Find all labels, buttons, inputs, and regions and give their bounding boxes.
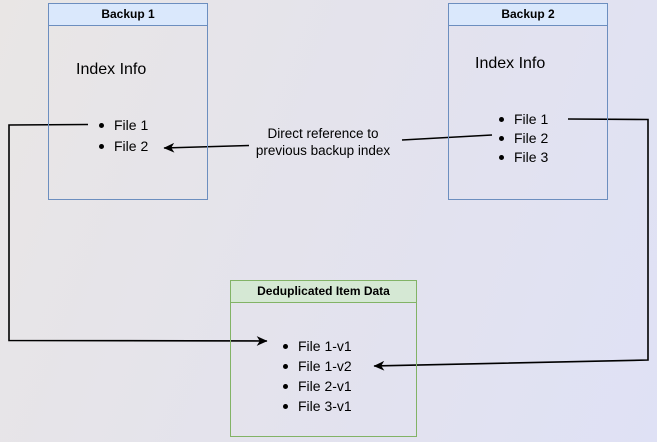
list-item: File 1 (499, 110, 548, 129)
direct-reference-edge-label: Direct reference to previous backup inde… (238, 125, 408, 159)
edge-label-line2: previous backup index (255, 143, 391, 158)
deduplicated-item-data-box: Deduplicated Item Data File 1-v1 File 1-… (230, 280, 417, 437)
backup2-subtitle: Index Info (475, 55, 546, 72)
list-item: File 1-v1 (283, 336, 352, 356)
edge-label-line1: Direct reference to (267, 126, 379, 141)
list-item: File 1 (99, 115, 148, 136)
list-item: File 2 (99, 136, 148, 157)
backup1-box: Backup 1 Index Info File 1 File 2 (48, 3, 208, 200)
backup1-title: Backup 1 (49, 4, 207, 26)
dedup-title: Deduplicated Item Data (231, 281, 416, 303)
backup1-file-list: File 1 File 2 (99, 115, 148, 157)
backup2-box: Backup 2 Index Info File 1 File 2 File 3 (448, 3, 608, 200)
backup2-title: Backup 2 (449, 4, 607, 26)
dedup-file-list: File 1-v1 File 1-v2 File 2-v1 File 3-v1 (283, 336, 352, 416)
list-item: File 1-v2 (283, 356, 352, 376)
list-item: File 3 (499, 148, 548, 167)
backup2-file-list: File 1 File 2 File 3 (499, 110, 548, 167)
list-item: File 3-v1 (283, 396, 352, 416)
backup1-subtitle: Index Info (76, 61, 147, 78)
list-item: File 2 (499, 129, 548, 148)
list-item: File 2-v1 (283, 376, 352, 396)
